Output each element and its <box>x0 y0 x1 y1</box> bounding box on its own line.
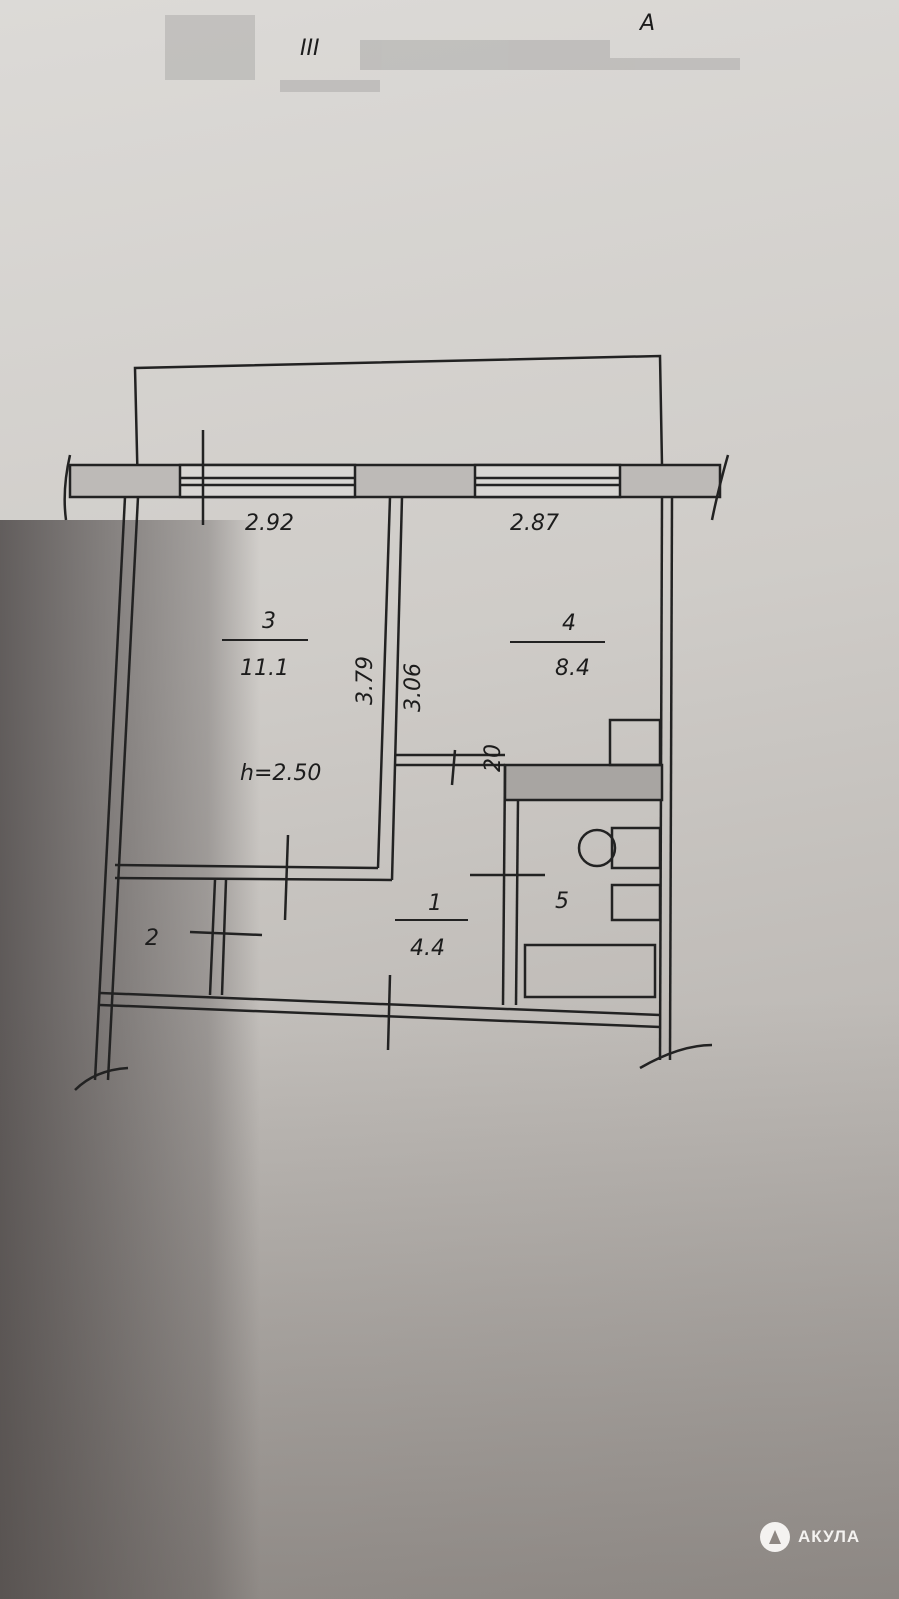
room-1-number: 1 <box>428 891 442 916</box>
shark-logo-icon <box>760 1522 790 1552</box>
watermark: АКУЛА <box>760 1522 860 1552</box>
room-3-label: 3 11.1 <box>222 609 308 681</box>
room-4-label: 4 8.4 <box>510 611 605 681</box>
room-3-area: 11.1 <box>240 656 289 681</box>
room-1-area: 4.4 <box>410 936 445 961</box>
dim-room4-width: 2.87 <box>510 511 559 536</box>
room-1-label: 1 4.4 <box>395 891 468 961</box>
room-2-label: 2 <box>145 926 159 951</box>
dim-room4-depth: 3.06 <box>401 663 426 712</box>
room-4-number: 4 <box>562 611 576 636</box>
dim-room3-width: 2.92 <box>245 511 294 536</box>
floor-mark: III <box>300 36 319 61</box>
photo-shadow <box>0 520 260 1599</box>
header-stamps <box>165 15 740 92</box>
walls <box>63 354 730 1091</box>
section-mark: А <box>638 11 655 36</box>
room-5-label: 5 <box>555 889 569 914</box>
room-4-area: 8.4 <box>555 656 590 681</box>
ceiling-height: h=2.50 <box>240 761 321 786</box>
watermark-brand: АКУЛА <box>798 1527 861 1546</box>
dim-room3-depth: 3.79 <box>353 656 378 705</box>
room-3-number: 3 <box>262 609 276 634</box>
photo-shadow-bottom <box>0 1000 899 1599</box>
dim-wall-offset: 20 <box>481 744 506 772</box>
